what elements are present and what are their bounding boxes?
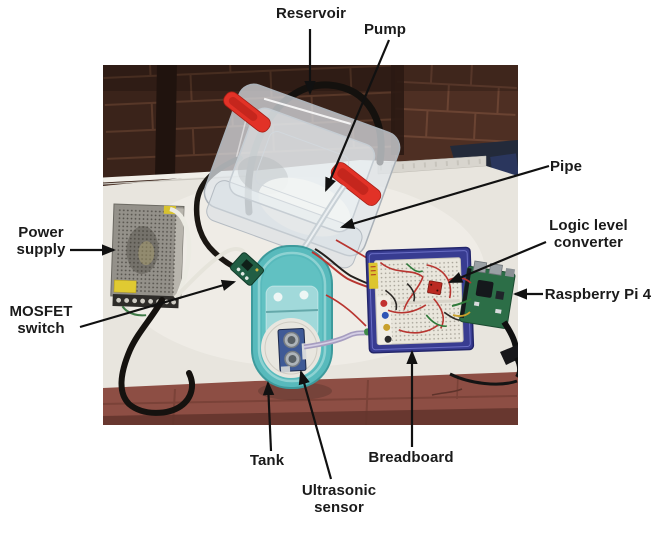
label-raspberry-pi: Raspberry Pi 4 (539, 286, 657, 303)
label-line: Breadboard (368, 449, 454, 466)
label-breadboard: Breadboard (361, 449, 461, 466)
label-line: Power (18, 224, 64, 241)
label-pipe: Pipe (541, 158, 591, 175)
tile-floor (103, 372, 518, 425)
ultrasonic-sensor-module (277, 327, 307, 373)
pi-wires (448, 276, 518, 378)
label-line: Pipe (549, 158, 583, 175)
label-line: MOSFET (9, 303, 73, 320)
psu-label (113, 279, 137, 294)
label-mosfet-switch: MOSFET switch (2, 303, 80, 337)
annotation-arrows (70, 29, 550, 480)
arrow-logic-level-converter (448, 240, 547, 284)
label-line: switch (17, 320, 65, 338)
logic-level-converter-module (427, 280, 443, 296)
pi-ethernet-port (504, 267, 516, 278)
tank-vessel (251, 245, 333, 389)
arrow-mosfet-switch (79, 279, 237, 329)
label-line: Pump (363, 21, 407, 38)
mosfet-switch-board (229, 252, 265, 286)
breadboard-assembly (365, 246, 481, 354)
label-line: supply (16, 241, 66, 259)
pi-soc-chip (475, 280, 494, 298)
label-power-supply: Power supply (7, 224, 75, 258)
label-line: sensor (314, 499, 364, 517)
breadboard-label (368, 262, 379, 289)
label-line: Raspberry Pi 4 (544, 286, 652, 303)
label-reservoir: Reservoir (266, 5, 356, 22)
psu-white-cables (169, 206, 246, 300)
label-tank: Tank (239, 452, 295, 469)
floor-cable (449, 372, 518, 386)
label-logic-level-converter: Logic level converter (540, 217, 637, 251)
power-supply-unit (110, 203, 185, 317)
pi-usb-port (488, 263, 503, 276)
label-ultrasonic-sensor: Ultrasonic sensor (294, 482, 384, 516)
label-line: Tank (249, 452, 285, 469)
label-line: converter (553, 234, 624, 252)
arrow-pump (324, 39, 391, 192)
reservoir-clip-right (330, 162, 382, 206)
label-line: Reservoir (275, 5, 347, 22)
wood-beam (154, 65, 177, 180)
label-line: Ultrasonic (301, 482, 377, 499)
reservoir-clip-left (223, 91, 271, 133)
arrow-tank (262, 380, 275, 452)
label-line: Logic level (549, 217, 628, 234)
pi-power-connector (500, 345, 518, 365)
arrow-pipe (339, 164, 550, 230)
arrow-ultrasonic-sensor (298, 369, 333, 480)
raspberry-pi-board (459, 260, 516, 329)
jumper-wires-red (379, 261, 452, 334)
binding-posts (380, 299, 392, 343)
label-pump: Pump (357, 21, 413, 38)
